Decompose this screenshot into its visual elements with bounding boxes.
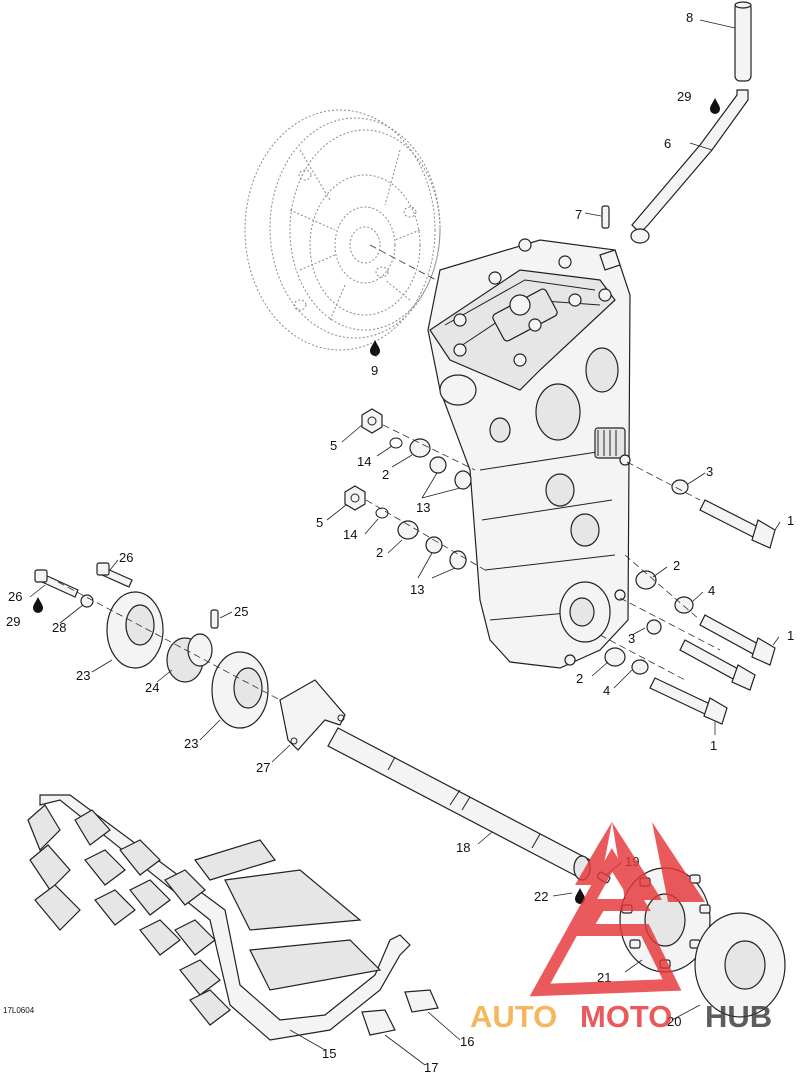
gearbox-housing <box>427 238 631 669</box>
o-ring-14b <box>375 507 389 519</box>
callout-29: 29 <box>6 614 20 629</box>
callout-6: 6 <box>664 136 671 151</box>
callout-26: 26 <box>119 550 133 565</box>
leader-lines <box>29 19 781 1066</box>
callout-labels: 8 29 6 7 9 5 14 2 13 5 14 2 13 3 1 2 4 3… <box>6 10 794 1075</box>
washer-3a <box>671 479 689 495</box>
lockwasher-4a <box>674 596 694 614</box>
clip-16 <box>404 989 439 1013</box>
callout-5: 5 <box>330 438 337 453</box>
callout-2: 2 <box>382 467 389 482</box>
callout-1: 1 <box>787 513 794 528</box>
bolt-right-2 <box>699 614 776 666</box>
callout-2: 2 <box>576 671 583 686</box>
callout-20: 20 <box>667 1014 681 1029</box>
callout-21: 21 <box>597 970 611 985</box>
bearing-flange-23a <box>106 591 164 669</box>
callout-13: 13 <box>416 500 430 515</box>
nut-5b <box>344 485 366 511</box>
callout-17: 17 <box>424 1060 438 1075</box>
callout-22: 22 <box>534 889 548 904</box>
callout-15: 15 <box>322 1046 336 1061</box>
callout-3: 3 <box>628 631 635 646</box>
callout-23: 23 <box>184 736 198 751</box>
callout-14: 14 <box>343 527 357 542</box>
bolt-26b <box>96 562 133 588</box>
clip-17 <box>361 1009 396 1036</box>
oil-drop-icon-22 <box>575 888 585 904</box>
callout-28: 28 <box>52 620 66 635</box>
washer-13d <box>449 550 467 570</box>
washer-2d <box>604 647 626 667</box>
hub-20 <box>694 912 786 1018</box>
callout-5: 5 <box>316 515 323 530</box>
callout-1: 1 <box>787 628 794 643</box>
shift-lever <box>599 1 752 271</box>
callout-2: 2 <box>376 545 383 560</box>
oil-drop-icon-9 <box>370 340 380 356</box>
nut-5a <box>361 408 383 434</box>
o-ring-14a <box>389 437 403 449</box>
watermark-logo: AUTO MOTO HUB <box>470 822 772 1034</box>
watermark-text-auto: AUTO <box>470 999 557 1034</box>
callout-3: 3 <box>706 464 713 479</box>
washer-2c <box>635 570 657 590</box>
watermark-triangle-right <box>652 822 705 902</box>
callout-8: 8 <box>686 10 693 25</box>
bolt-right-1 <box>699 499 776 549</box>
callout-25: 25 <box>234 604 248 619</box>
callout-18: 18 <box>456 840 470 855</box>
callout-13: 13 <box>410 582 424 597</box>
callout-27: 27 <box>256 760 270 775</box>
oil-drop-icon-29a <box>710 98 720 114</box>
callout-16: 16 <box>460 1034 474 1049</box>
watermark-text-moto: MOTO <box>580 999 672 1034</box>
bolt-right-3 <box>679 639 756 691</box>
oil-drop-icon-29b <box>33 597 43 613</box>
washer-13c <box>425 536 443 554</box>
watermark-text-hub: HUB <box>705 999 772 1034</box>
callout-2: 2 <box>673 558 680 573</box>
washer-13b <box>454 470 472 490</box>
watermark-triangle-outline <box>529 848 682 997</box>
callout-1: 1 <box>710 738 717 753</box>
set-screw-25 <box>210 609 219 629</box>
figure-code: 17L0604 <box>3 1006 35 1015</box>
callout-29: 29 <box>677 89 691 104</box>
bracket-27 <box>279 679 346 751</box>
callout-9: 9 <box>371 363 378 378</box>
bearing-flange-23b <box>211 651 269 729</box>
bolt-26a <box>34 569 79 598</box>
bearing-24 <box>166 633 213 683</box>
ghost-pulley <box>244 109 441 351</box>
callout-24: 24 <box>145 680 159 695</box>
washer-2a <box>409 438 431 458</box>
callout-14: 14 <box>357 454 371 469</box>
bolt-right-4 <box>649 677 728 725</box>
washer-3b <box>646 619 662 635</box>
washer-2b <box>397 520 419 540</box>
track-15 <box>27 794 411 1041</box>
callout-4: 4 <box>603 683 610 698</box>
callout-23: 23 <box>76 668 90 683</box>
callout-4: 4 <box>708 583 715 598</box>
lockwasher-4b <box>631 659 649 675</box>
drive-shaft-18 <box>327 727 591 881</box>
washer-13a <box>429 456 447 474</box>
callout-26: 26 <box>8 589 22 604</box>
callout-7: 7 <box>575 207 582 222</box>
